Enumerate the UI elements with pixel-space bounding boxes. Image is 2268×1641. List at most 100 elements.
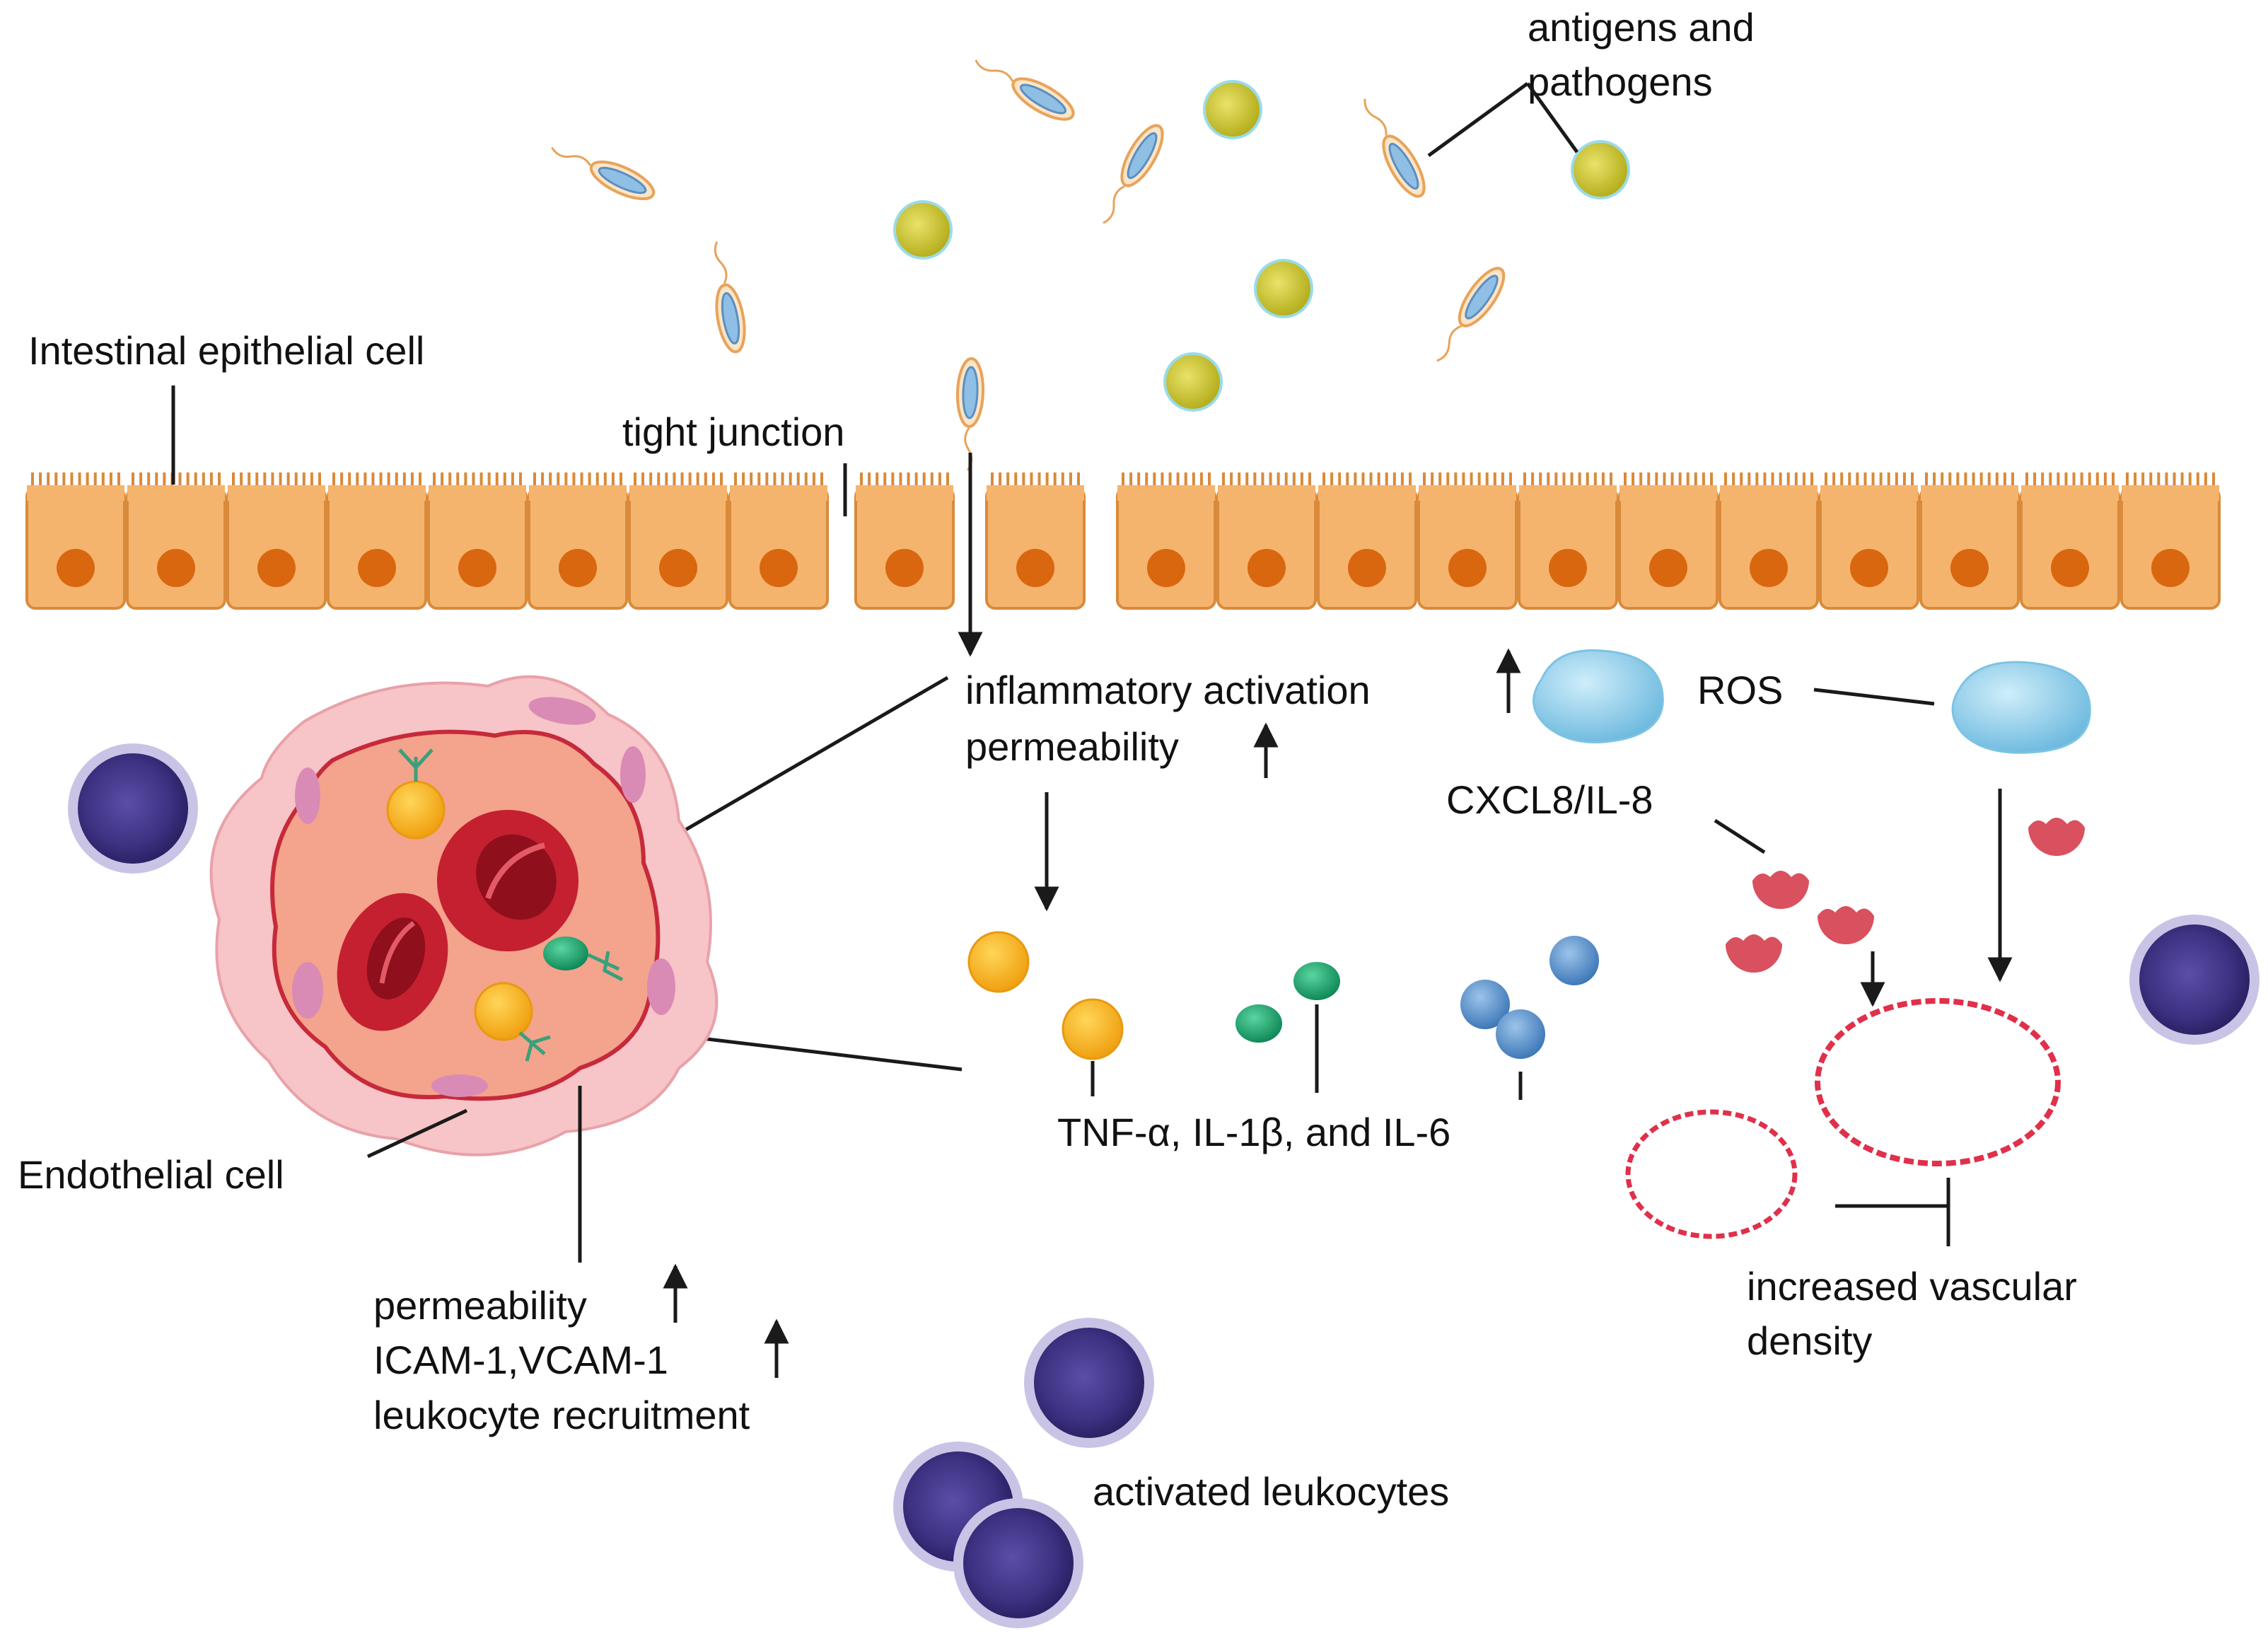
- nucleus-icon: [358, 549, 396, 587]
- chemokine-cluster: [1726, 818, 2085, 973]
- leukocyte-icon: [953, 1498, 1083, 1628]
- cytokine-icon: [1549, 936, 1599, 985]
- leukocyte-icon: [2129, 915, 2260, 1045]
- epithelial-cell: [1819, 472, 1919, 610]
- endothelial-nucleus: [528, 697, 596, 725]
- bound-cytokine-icon: [474, 982, 533, 1041]
- nucleus-icon: [1248, 549, 1286, 587]
- cytokines-label: TNF-α, IL-1β, and IL-6: [1057, 1110, 1450, 1154]
- ros-pointer-line: [1813, 688, 1935, 706]
- blood-vessel-cross-section: [209, 675, 719, 1156]
- epithelial-cell: [1417, 472, 1518, 610]
- bacterium-icon: [955, 357, 985, 471]
- permeability-bottom-label: permeability: [373, 1283, 587, 1328]
- antigen-sphere-icon: [893, 200, 953, 260]
- nucleus-icon: [57, 549, 95, 587]
- epithelial-cell: [1518, 472, 1618, 610]
- bound-cytokine-icon: [386, 780, 446, 840]
- epithelial-cell: [2120, 472, 2221, 610]
- bacterium-icon: [714, 241, 746, 354]
- bacterium-icon: [1103, 124, 1164, 224]
- cytokine-cluster: [967, 931, 1599, 1060]
- ros-blob-icon: [1951, 661, 2091, 754]
- epithelial-cell: [1216, 472, 1317, 610]
- epithelial-cell: [427, 472, 528, 610]
- nucleus-icon: [1850, 549, 1888, 587]
- epithelial-cell: [1719, 472, 1819, 610]
- icam-vcam-label: ICAM-1,VCAM-1: [373, 1338, 668, 1382]
- antigens-pointer-line: [1525, 82, 1579, 153]
- nucleus-icon: [2151, 549, 2190, 587]
- epithelial-cell: [854, 472, 955, 610]
- ros-label: ROS: [1697, 668, 1783, 712]
- cytokine-icon: [1293, 962, 1340, 1000]
- endothelial-cell-label: Endothelial cell: [18, 1152, 284, 1197]
- tight-junction-label: tight junction: [622, 410, 844, 454]
- epithelial-cell: [226, 472, 327, 610]
- endothelial-nucleus: [431, 1074, 488, 1097]
- antigen-sphere-icon: [1163, 352, 1223, 412]
- leukocyte-recruitment-label: leukocyte recruitment: [373, 1393, 750, 1437]
- antigens-label-line2: pathogens: [1528, 59, 1713, 104]
- chemokine-icon: [1726, 934, 1782, 973]
- bacterium-icon: [1363, 98, 1426, 198]
- antigen-sphere-icon: [1203, 80, 1262, 139]
- cytokine-icon: [967, 931, 1030, 993]
- epithelial-cell: [327, 472, 427, 610]
- epithelial-cell: [985, 472, 1086, 610]
- nucleus-icon: [1950, 549, 1989, 587]
- bacterium-icon: [1436, 267, 1506, 362]
- cytokine-icon: [1235, 1004, 1282, 1043]
- permeability-top-label: permeability: [965, 724, 1179, 769]
- cytokine-icon: [1062, 998, 1124, 1060]
- blood-vessel-icon: [1625, 1109, 1798, 1239]
- epithelial-cell: [1919, 472, 2020, 610]
- cytokine-icon: [1496, 1009, 1545, 1059]
- cytokine-icon: [1460, 980, 1510, 1029]
- activated-leukocytes-label: activated leukocytes: [1093, 1469, 1449, 1514]
- chemokine-icon: [1752, 871, 1809, 909]
- endothelial-nucleus: [620, 746, 646, 803]
- nucleus-icon: [1348, 549, 1386, 587]
- vascular-density-label-line2: density: [1747, 1318, 1872, 1363]
- cxcl8-pointer-line: [1714, 818, 1766, 854]
- nucleus-icon: [885, 549, 924, 587]
- nucleus-icon: [458, 549, 496, 587]
- vascular-density-label-line1: increased vascular: [1747, 1264, 2077, 1309]
- epithelial-layer: [25, 472, 2221, 610]
- receptor-icon: [587, 951, 624, 982]
- cxcl8-label: CXCL8/IL-8: [1446, 777, 1653, 822]
- blood-vessel-icon: [1815, 998, 2061, 1166]
- epithelial-cell: [528, 472, 628, 610]
- ros-blob-icon: [1533, 649, 1664, 743]
- endothelial-nucleus: [647, 958, 675, 1015]
- epithelial-cell: [126, 472, 226, 610]
- nucleus-icon: [659, 549, 697, 587]
- nucleus-icon: [559, 549, 597, 587]
- endothelial-nucleus: [292, 962, 323, 1019]
- pathogens-group: [551, 59, 1630, 471]
- epithelial-cell: [728, 472, 829, 610]
- antigens-pointer-line: [1427, 81, 1529, 158]
- nucleus-icon: [1549, 549, 1587, 587]
- epithelial-cell: [1618, 472, 1719, 610]
- endothelial-pointer-line: [366, 1108, 468, 1159]
- nucleus-icon: [2051, 549, 2089, 587]
- epithelial-cell: [628, 472, 728, 610]
- receptor-icon: [518, 1031, 551, 1062]
- epithelial-cell: [1116, 472, 1216, 610]
- inflammatory-activation-label: inflammatory activation: [965, 668, 1371, 712]
- chemokine-icon: [2028, 818, 2085, 856]
- bound-cytokine-icon: [543, 937, 588, 970]
- epithelial-cell: [25, 472, 126, 610]
- red-blood-cell-icon: [337, 893, 448, 1031]
- antigens-label-line1: antigens and: [1528, 5, 1755, 50]
- receptor-icon: [398, 748, 434, 782]
- leukocyte-icon: [1024, 1318, 1154, 1448]
- nucleus-icon: [1147, 549, 1185, 587]
- nucleus-icon: [1448, 549, 1487, 587]
- nucleus-icon: [157, 549, 195, 587]
- antigen-sphere-icon: [1254, 259, 1313, 318]
